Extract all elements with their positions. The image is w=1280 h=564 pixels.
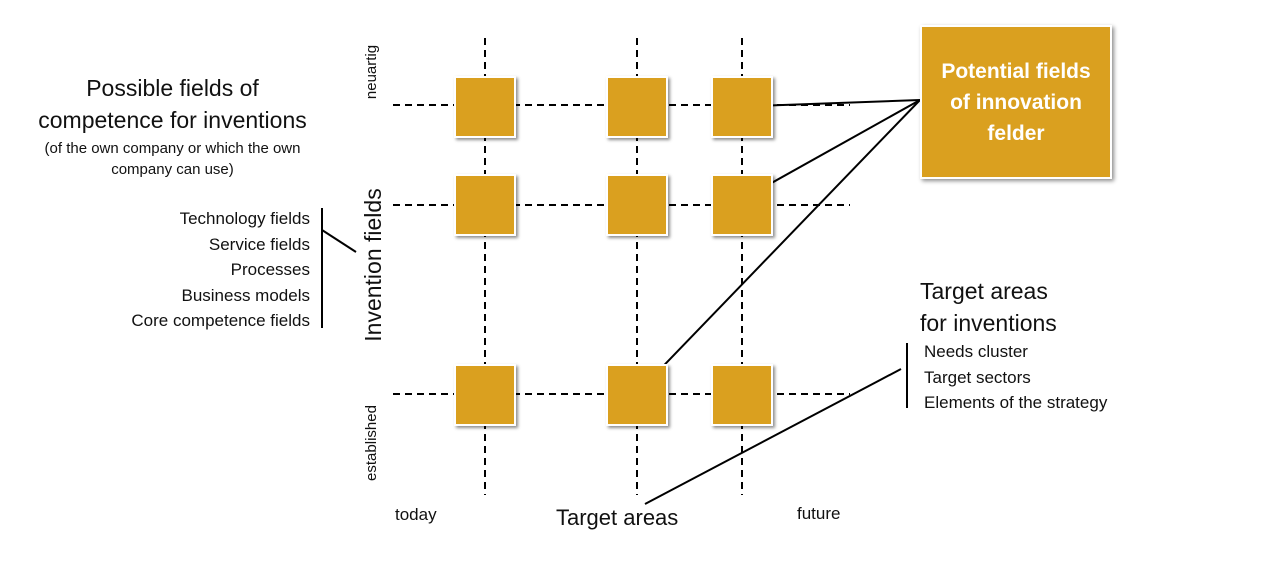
competence-item: Business models — [181, 285, 310, 305]
competence-connector — [321, 229, 357, 253]
field-square-r2-c3 — [711, 174, 773, 236]
target-list: Needs cluster Target sectors Elements of… — [924, 339, 1107, 416]
competence-item: Service fields — [208, 234, 310, 254]
potential-line-3: felder — [987, 121, 1045, 145]
potential-connector-1 — [753, 99, 921, 107]
y-axis-title: Invention fields — [360, 188, 386, 342]
target-title-line-1: Target areas — [920, 278, 1048, 304]
competence-subtitle-line-2: company can use) — [111, 161, 234, 178]
target-areas-title: Target areas for inventions — [920, 275, 1057, 339]
x-axis-title: Target areas — [556, 505, 679, 530]
competence-subtitle: (of the own company or which the own com… — [10, 138, 335, 180]
x-axis-left-label: today — [395, 505, 437, 524]
field-square-r1-c2 — [606, 76, 668, 138]
target-item: Target sectors — [924, 367, 1031, 387]
field-square-r1-c3 — [711, 76, 773, 138]
potential-connector-2 — [749, 99, 921, 196]
y-axis-bottom-label: established — [363, 405, 380, 481]
target-item: Elements of the strategy — [924, 393, 1108, 412]
competence-subtitle-line-1: (of the own company or which the own — [44, 140, 301, 157]
field-square-r3-c3 — [711, 364, 773, 426]
field-square-r3-c2 — [606, 364, 668, 426]
x-axis-right-label: future — [797, 504, 841, 523]
competence-list: Technology fields Service fields Process… — [131, 206, 310, 334]
potential-line-2: of innovation — [950, 90, 1082, 114]
competence-title: Possible fields of competence for invent… — [10, 72, 335, 136]
target-item: Needs cluster — [924, 342, 1028, 361]
competence-title-line-1: Possible fields of — [86, 75, 259, 101]
field-square-r1-c1 — [454, 76, 516, 138]
target-title-line-2: for inventions — [920, 310, 1057, 336]
y-axis-top-label: neuartig — [363, 44, 380, 100]
potential-fields-box: Potential fields of innovation felder — [920, 25, 1112, 179]
target-connector — [644, 368, 902, 505]
field-square-r2-c2 — [606, 174, 668, 236]
competence-item: Technology fields — [179, 209, 310, 228]
competence-title-line-2: competence for inventions — [38, 107, 307, 133]
potential-connector-3 — [644, 99, 921, 386]
competence-item: Core competence fields — [131, 311, 310, 330]
field-square-r2-c1 — [454, 174, 516, 236]
field-square-r3-c1 — [454, 364, 516, 426]
competence-item: Processes — [230, 260, 310, 279]
potential-line-1: Potential fields — [941, 59, 1091, 83]
